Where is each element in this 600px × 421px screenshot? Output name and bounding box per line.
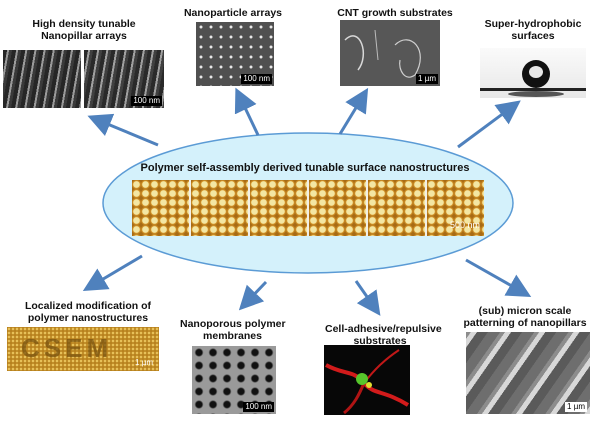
nanoparticle-title: Nanoparticle arrays: [183, 7, 283, 19]
nanopillar-image-2: 100 nm: [84, 50, 164, 108]
localized-scale-bar: 1 µm: [135, 358, 153, 367]
afm-image-5: [368, 180, 425, 236]
cnt-image: 1 µm: [340, 20, 440, 86]
afm-image-6: 500 nm: [427, 180, 484, 236]
afm-image-4: [309, 180, 366, 236]
nanopillar-image-1: [3, 50, 81, 108]
cell-fluorescence: [325, 349, 410, 415]
arrow-to-localized: [82, 254, 143, 292]
arrow-to-nanopillar: [87, 113, 159, 147]
nanoporous-image: 100 nm: [192, 346, 276, 414]
arrow-to-micron: [465, 258, 532, 297]
cnt-title: CNT growth substrates: [337, 7, 453, 19]
cell-image: [324, 345, 410, 415]
nanoparticle-image: 100 nm: [196, 22, 274, 86]
droplet: [480, 60, 586, 97]
afm-image-3: [250, 180, 307, 236]
arrow-to-cell: [354, 280, 381, 316]
cnt-scale-bar: 1 µm: [416, 74, 438, 84]
arrow-to-cnt: [338, 87, 369, 135]
localized-image: CSEM 1 µm: [7, 327, 159, 371]
afm-image-strip: 500 nm: [132, 180, 484, 236]
afm-image-1: [132, 180, 189, 236]
arrow-to-nanoparticle: [234, 87, 260, 136]
localized-title: Localized modification of polymer nanost…: [24, 300, 151, 324]
nanoparticle-scale-bar: 100 nm: [241, 74, 272, 84]
center-title: Polymer self-assembly derived tunable su…: [140, 162, 470, 174]
nanoporous-scale-bar: 100 nm: [243, 402, 274, 412]
center-scale-bar: 500 nm: [449, 220, 480, 230]
cell-title: Cell-adhesive/repulsive substrates: [325, 323, 442, 347]
csem-pattern: CSEM: [21, 333, 113, 363]
micron-title: (sub) micron scale patterning of nanopil…: [463, 305, 587, 329]
nanopillar-title: High density tunable Nanopillar arrays: [32, 18, 136, 42]
arrow-to-nanoporous: [238, 280, 268, 311]
arrow-to-hydrophobic: [457, 100, 521, 149]
micron-scale-bar: 1 µm: [565, 402, 587, 412]
nanopillar-scale-bar: 100 nm: [131, 96, 162, 106]
micron-image: 1 µm: [466, 332, 590, 414]
droplet-image: [480, 48, 586, 98]
hydrophobic-title: Super-hydrophobic surfaces: [484, 18, 582, 42]
afm-image-2: [191, 180, 248, 236]
cnt-fibers: [344, 29, 421, 78]
nanoporous-title: Nanoporous polymer membranes: [180, 318, 286, 342]
